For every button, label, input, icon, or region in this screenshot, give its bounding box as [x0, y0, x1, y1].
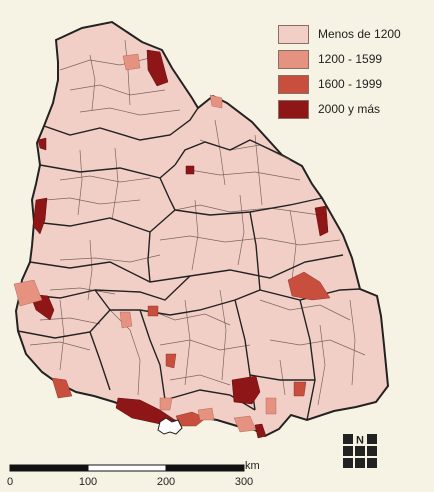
scale-tick-0: 0 [6, 476, 14, 488]
legend-label: 1200 - 1599 [318, 52, 383, 66]
legend-swatch [278, 49, 309, 69]
legend-item: Menos de 1200 [278, 23, 418, 45]
north-letter: N [356, 435, 364, 447]
legend-label: 2000 y más [318, 102, 381, 116]
scale-unit: km [245, 460, 260, 472]
legend-swatch [278, 99, 309, 119]
class-1200-1599-areas [13, 53, 277, 433]
legend-label: Menos de 1200 [318, 27, 401, 41]
class-1600-1999-areas [51, 271, 331, 427]
legend-swatch [278, 74, 309, 94]
class-2000-plus-areas [29, 49, 329, 439]
legend: Menos de 1200 1200 - 1599 1600 - 1999 2000 … [278, 23, 418, 123]
legend-item: 1200 - 1599 [278, 48, 418, 70]
scale-tick-200: 200 [156, 476, 176, 488]
coast-detail [157, 417, 183, 435]
scale-tick-labels: 0 100 200 300 [0, 476, 434, 492]
sub-boundaries [29, 39, 366, 406]
scale-tick-300: 300 [234, 476, 254, 488]
north-arrow-icon: N [343, 434, 377, 468]
scale-tick-100: 100 [78, 476, 98, 488]
legend-label: 1600 - 1999 [318, 77, 383, 91]
scale-bar [9, 464, 245, 472]
legend-item: 1600 - 1999 [278, 73, 418, 95]
legend-item: 2000 y más [278, 98, 418, 120]
legend-swatch [278, 24, 309, 44]
